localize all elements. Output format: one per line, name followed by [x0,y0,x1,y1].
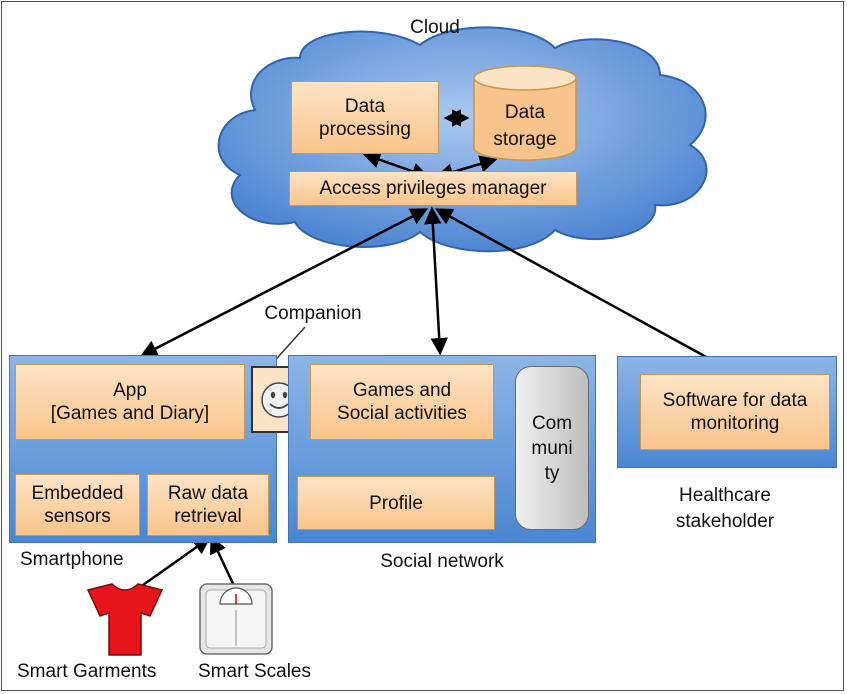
smiley-face-icon [261,381,297,418]
data-storage-label: Data storage [478,99,572,153]
raw-data-line-1: Raw data [167,483,249,504]
companion-label: Companion [264,303,362,324]
social-network-label: Social network [380,551,504,572]
software-line-1: Software for data [662,390,808,411]
arrow-scales-raw [210,535,238,591]
software-monitoring-box: Software for data monitoring [640,374,830,450]
arrow-access-healthcare [434,208,734,372]
data-storage-line-1: Data [504,102,546,123]
healthcare-stakeholder-label: Healthcare stakeholder [660,483,790,535]
community-line-1: Com [531,412,573,434]
arrow-garments-raw [142,536,211,587]
raw-data-retrieval-box: Raw data retrieval [147,474,269,536]
games-line-2: Social activities [337,403,467,424]
app-line-2: [Games and Diary] [50,403,210,424]
healthcare-line-2: stakeholder [675,511,775,532]
t-shirt-icon [86,583,164,656]
smart-garments-label: Smart Garments [17,661,157,682]
community-box: Com muni ty [515,366,589,530]
bathroom-scale-icon [199,583,273,655]
software-line-2: monitoring [690,413,780,434]
data-processing-line-1: Data [344,95,386,117]
data-processing-line-2: processing [319,118,411,140]
access-privileges-manager-box: Access privileges manager [289,171,577,206]
arrow-access-app [139,208,429,357]
cloud-label: Cloud [410,17,460,38]
data-storage-cylinder [473,65,577,161]
embedded-sensors-line-1: Embedded [31,483,124,504]
games-social-activities-box: Games and Social activities [310,364,494,440]
community-line-2: muni [531,437,573,459]
app-box: App [Games and Diary] [15,364,245,440]
raw-data-line-2: retrieval [174,506,242,527]
healthcare-line-1: Healthcare [679,485,771,506]
smart-scales-label: Smart Scales [198,661,311,682]
profile-box: Profile [297,476,495,530]
community-line-3: ty [544,462,560,484]
data-storage-line-2: storage [493,129,557,150]
smartphone-label: Smartphone [20,549,124,570]
embedded-sensors-box: Embedded sensors [15,474,140,536]
app-line-1: App [113,380,147,401]
games-line-1: Games and [352,380,452,401]
data-processing-box: Data processing [291,81,439,154]
embedded-sensors-line-2: sensors [44,506,111,527]
